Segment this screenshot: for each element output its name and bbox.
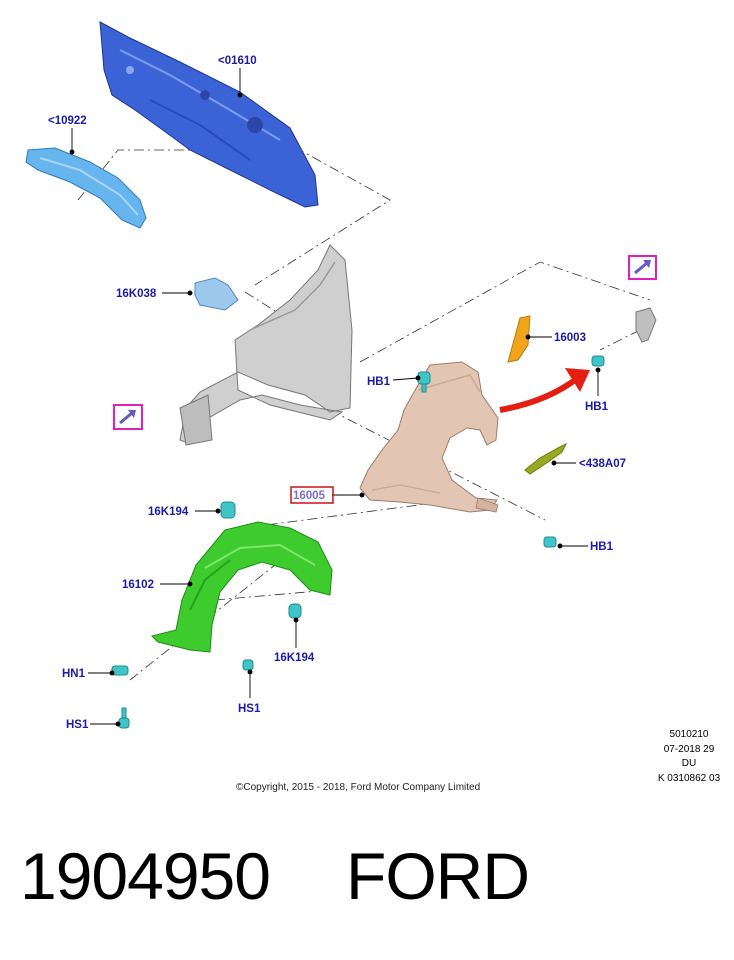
reference-line-1: 5010210	[669, 729, 709, 740]
fender-part	[359, 361, 499, 513]
fender-callout-highlight	[290, 486, 334, 504]
callout-clip-16k194-top: 16K194	[148, 506, 189, 518]
brand-title: FORD	[346, 839, 530, 913]
fastener-hn1-icon	[111, 665, 129, 676]
callout-strip-438a07: <438A07	[579, 458, 626, 470]
leader-lines	[69, 68, 601, 727]
wheelhouse-liner-part	[151, 521, 333, 653]
callout-clip-hb1-lower: HB1	[590, 541, 614, 553]
callout-fastener-hs1-mid: HS1	[238, 703, 261, 715]
callout-bracket-16003: 16003	[554, 332, 586, 344]
bracket-16k038-part	[194, 277, 239, 311]
fastener-hs1-mid-icon	[242, 659, 254, 671]
bracket-16003-part	[507, 315, 531, 363]
crossmember-part	[25, 147, 147, 229]
callout-fastener-hs1-bottom: HS1	[66, 719, 89, 731]
reference-line-2: 07-2018 29	[663, 743, 715, 755]
callout-fastener-hn1: HN1	[62, 668, 86, 680]
clip-16k194-bottom-icon	[288, 603, 302, 619]
exploded-parts-diagram: <01610 <10922 16K038 16003 HB1 HB1 <438A…	[25, 21, 657, 731]
dash-panel-part	[99, 21, 319, 208]
assembly-guide-lines	[77, 149, 651, 681]
clip-hb1-lower-icon	[543, 536, 557, 548]
callout-wheelhouse-16102: 16102	[122, 579, 154, 591]
arrow-highlight-right-icon	[628, 255, 657, 280]
direction-arrow-icon	[499, 368, 590, 413]
strip-438a07-part	[524, 442, 568, 475]
callout-fender-16005: 16005	[293, 490, 326, 502]
clip-hb1-right-icon	[591, 355, 605, 367]
part-number-title: 1904950	[20, 839, 271, 913]
callout-dash-panel: <01610	[218, 55, 257, 67]
arrow-highlight-left-icon	[113, 404, 143, 430]
reference-line-4: K 0310862 03	[657, 772, 721, 784]
reference-line-3: DU	[681, 758, 697, 769]
reference-block: 5010210 07-2018 29 DU K 0310862 03	[648, 728, 730, 786]
callout-clip-16k194-bottom: 16K194	[274, 652, 315, 664]
callout-clip-hb1-left: HB1	[367, 376, 391, 388]
callout-bracket-16k038: 16K038	[116, 288, 157, 300]
side-bracket-part	[635, 307, 657, 343]
copyright-notice: ©Copyright, 2015 - 2018, Ford Motor Comp…	[236, 782, 481, 793]
callout-clip-hb1-right: HB1	[585, 401, 609, 413]
apron-structure-part	[179, 244, 353, 446]
fastener-hs1-bottom-icon	[118, 707, 130, 729]
clip-16k194-top-icon	[220, 501, 236, 519]
callout-crossmember: <10922	[48, 115, 87, 127]
